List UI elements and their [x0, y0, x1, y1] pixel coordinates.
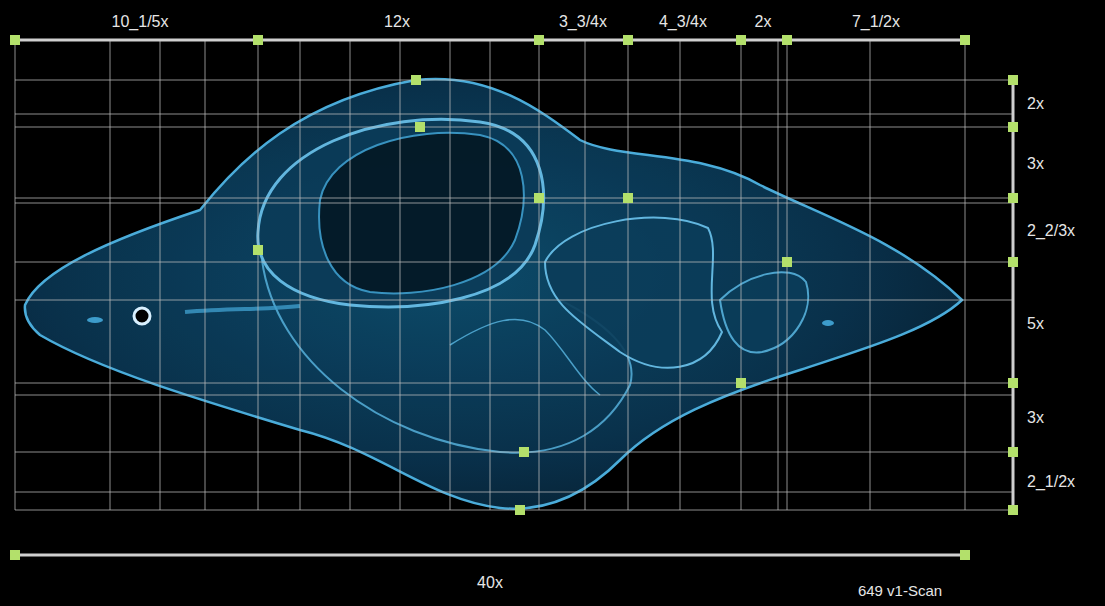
grid-line — [400, 40, 401, 510]
grid-line — [778, 40, 779, 510]
grid-line — [15, 452, 1013, 453]
grid-line — [15, 40, 16, 510]
grid-line — [258, 40, 259, 510]
measure-marker — [782, 35, 792, 45]
small-ring — [134, 308, 150, 324]
grid-line — [15, 203, 1013, 204]
grid-line — [539, 40, 540, 510]
dimension-label: 2x — [755, 13, 772, 31]
grid-line — [15, 80, 1013, 81]
grid-line — [350, 40, 351, 510]
measure-marker — [411, 75, 421, 85]
measure-marker — [782, 257, 792, 267]
dimension-label: 3x — [1027, 409, 1044, 427]
measure-marker — [534, 35, 544, 45]
measure-marker — [253, 245, 263, 255]
dimension-label: 3_3/4x — [559, 13, 607, 31]
measure-marker — [623, 35, 633, 45]
grid-line — [680, 40, 681, 510]
measure-marker — [1008, 75, 1018, 85]
grid-line — [15, 300, 1013, 301]
measure-marker — [1008, 122, 1018, 132]
grid-line — [490, 40, 491, 510]
dimension-line — [15, 39, 965, 42]
grid-line — [15, 262, 1013, 263]
dimension-label: 2_2/3x — [1027, 222, 1075, 240]
grid-line — [205, 40, 206, 510]
grid-line — [160, 40, 161, 510]
measure-markers — [10, 35, 1018, 560]
organ-scan — [25, 79, 962, 509]
measure-marker — [960, 35, 970, 45]
organ-outline — [25, 79, 962, 509]
grid-line — [15, 383, 1013, 384]
dimension-line — [1012, 80, 1015, 510]
dimension-label: 12x — [384, 13, 410, 31]
dimension-label: 4_3/4x — [659, 13, 707, 31]
dimension-lines — [15, 40, 1013, 555]
measure-marker — [253, 35, 263, 45]
measure-marker — [10, 550, 20, 560]
measure-marker — [1008, 193, 1018, 203]
chamber-small — [720, 272, 808, 352]
measure-marker — [736, 378, 746, 388]
measure-marker — [10, 35, 20, 45]
measure-marker — [736, 35, 746, 45]
dimension-label: 3x — [1027, 155, 1044, 173]
grid-line — [15, 114, 1013, 115]
grid-line — [787, 40, 788, 510]
chamber-right — [545, 218, 722, 368]
speck — [87, 317, 103, 323]
measure-marker — [1008, 257, 1018, 267]
grid-line — [585, 40, 586, 510]
dimension-label: 5x — [1027, 315, 1044, 333]
dimension-label: 2x — [1027, 95, 1044, 113]
measure-marker — [415, 122, 425, 132]
dimension-label: 2_1/2x — [1027, 473, 1075, 491]
chamber-outer — [258, 119, 544, 306]
dimension-label: 10_1/5x — [112, 13, 169, 31]
measure-marker — [534, 193, 544, 203]
grid-line — [450, 40, 451, 510]
measure-marker — [1008, 447, 1018, 457]
grid-line — [628, 40, 629, 510]
grid-line — [15, 492, 1013, 493]
scan-caption: 649 v1-Scan — [858, 583, 942, 600]
measure-marker — [960, 550, 970, 560]
grid-line — [965, 40, 966, 510]
speck — [822, 320, 834, 326]
vessel-line — [185, 306, 300, 312]
measure-marker — [515, 505, 525, 515]
measure-marker — [1008, 505, 1018, 515]
grid-line — [15, 198, 1013, 199]
grid-line — [110, 40, 111, 510]
measure-marker — [623, 193, 633, 203]
grid-line — [15, 395, 1013, 396]
fold-line — [450, 319, 600, 395]
grid-line — [741, 40, 742, 510]
grid-line — [870, 40, 871, 510]
dimension-line — [15, 554, 965, 557]
dimension-label: 7_1/2x — [852, 13, 900, 31]
grid-line — [300, 40, 301, 510]
measure-marker — [519, 447, 529, 457]
grid-line — [15, 510, 1013, 511]
measure-marker — [1008, 378, 1018, 388]
dimension-label: 40x — [477, 574, 503, 592]
measure-grid — [15, 40, 1013, 510]
grid-line — [15, 127, 1013, 128]
